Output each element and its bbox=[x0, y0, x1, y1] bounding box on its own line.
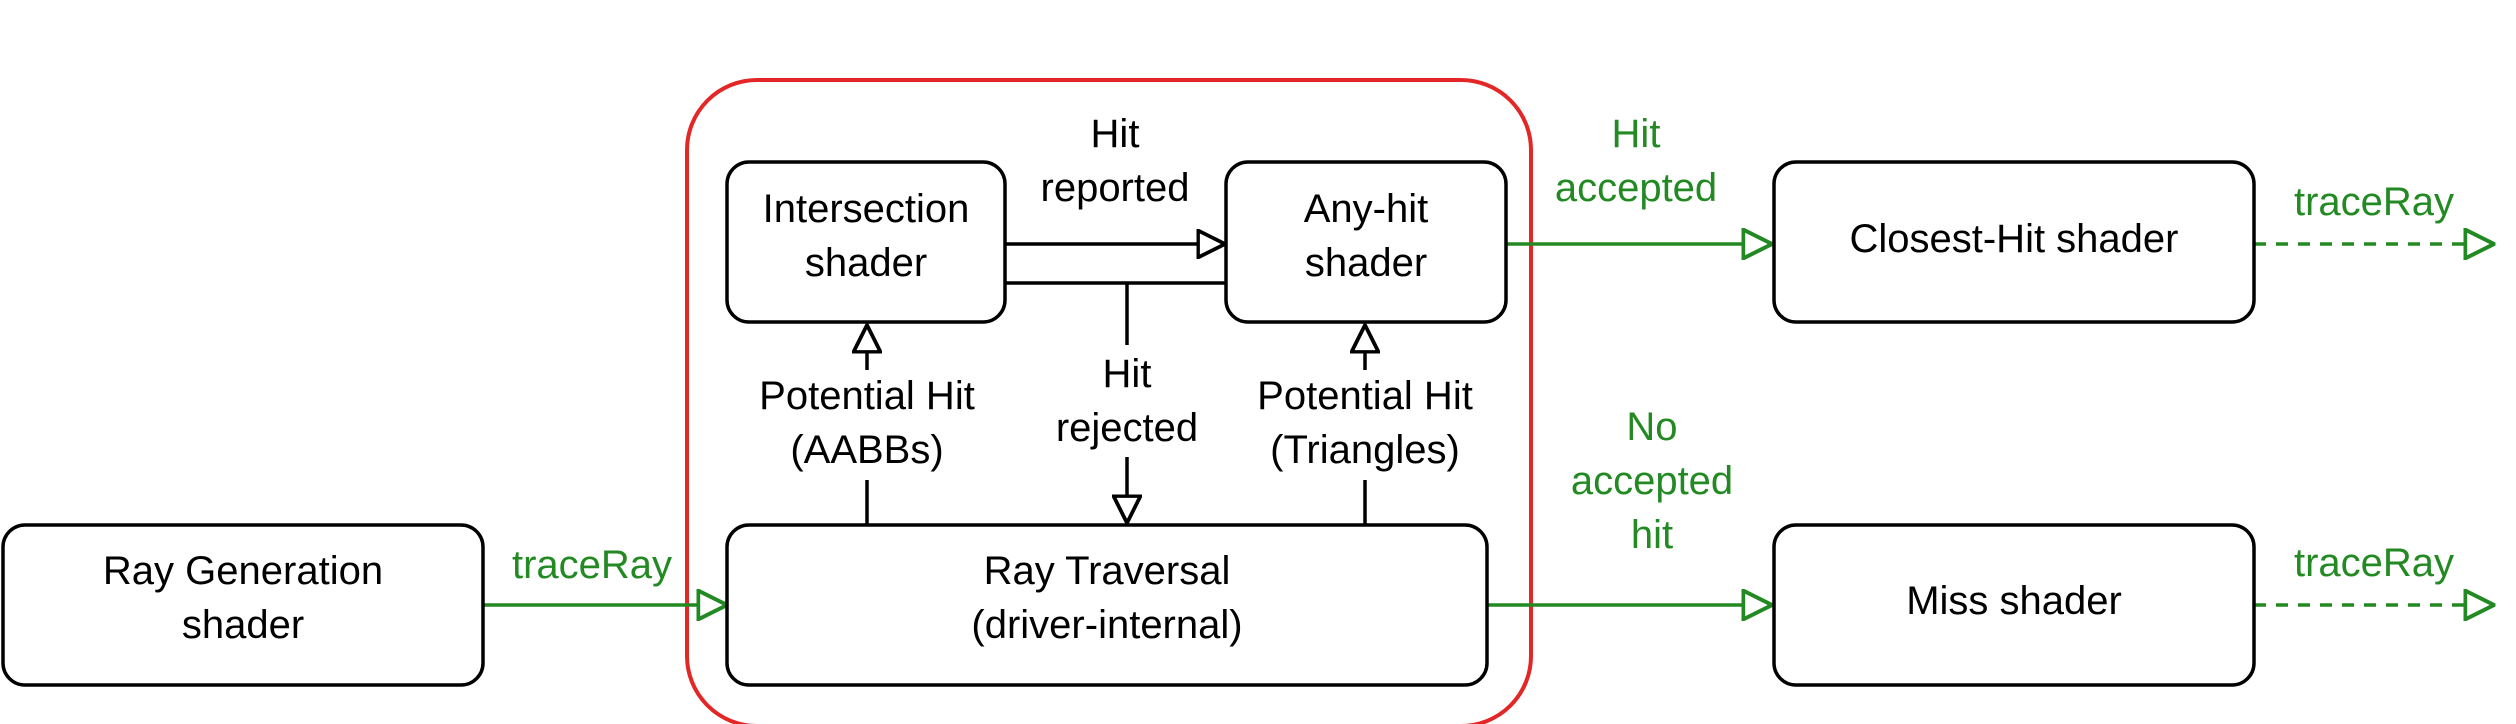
edge-label-hit-reported: Hit reported bbox=[1041, 112, 1190, 210]
node-miss-label-line-1: Miss shader bbox=[1906, 579, 2122, 623]
node-intersection-label-line-2: shader bbox=[805, 241, 927, 285]
node-intersection-shader: Intersection shader bbox=[725, 160, 1007, 324]
node-ray-traversal-label-line-2: (driver-internal) bbox=[971, 603, 1242, 647]
edge-label-potential-hit-triangles-line-1: Potential Hit bbox=[1257, 374, 1473, 418]
edge-label-potential-hit-aabbs-line-2: (AABBs) bbox=[790, 428, 943, 472]
node-any-hit-label: Any-hit shader bbox=[1304, 187, 1429, 285]
edge-label-potential-hit-triangles-line-2: (Triangles) bbox=[1270, 428, 1460, 472]
node-intersection-label: Intersection shader bbox=[763, 187, 970, 285]
edge-label-no-accepted-hit-line-2: accepted bbox=[1571, 459, 1733, 503]
edge-label-miss-traceray-line-1: traceRay bbox=[2294, 541, 2454, 585]
node-miss-shader: Miss shader bbox=[1772, 523, 2256, 687]
node-closest-hit-label: Closest-Hit shader bbox=[1849, 217, 2178, 261]
edge-label-miss-traceray: traceRay bbox=[2294, 541, 2454, 585]
node-any-hit-box bbox=[1224, 160, 1508, 324]
edge-label-closest-hit-traceray-line-1: traceRay bbox=[2294, 180, 2454, 224]
edge-label-hit-accepted-line-1: Hit bbox=[1612, 112, 1661, 156]
edge-label-hit-rejected-line-1: Hit bbox=[1103, 352, 1152, 396]
edge-label-hit-reported-line-2: reported bbox=[1041, 166, 1190, 210]
edge-label-no-accepted-hit-line-1: No bbox=[1626, 405, 1677, 449]
node-ray-generation-label: Ray Generation shader bbox=[103, 549, 383, 647]
edge-label-no-accepted-hit-line-3: hit bbox=[1631, 513, 1673, 557]
edge-label-hit-reported-line-1: Hit bbox=[1091, 112, 1140, 156]
edge-label-gen-to-traversal: traceRay bbox=[512, 543, 672, 587]
edge-label-hit-accepted-line-2: accepted bbox=[1555, 166, 1717, 210]
edge-label-potential-hit-aabbs-line-1: Potential Hit bbox=[759, 374, 975, 418]
edge-label-potential-hit-triangles: Potential Hit (Triangles) bbox=[1257, 374, 1473, 472]
label-bg-triangles bbox=[1240, 370, 1494, 480]
traversal-shader-group-border bbox=[685, 78, 1533, 724]
node-miss-box bbox=[1772, 523, 2256, 687]
traversal-shader-group bbox=[685, 78, 1533, 724]
node-ray-traversal-label: Ray Traversal (driver-internal) bbox=[971, 549, 1242, 647]
node-ray-traversal: Ray Traversal (driver-internal) bbox=[725, 523, 1489, 687]
node-closest-hit-box bbox=[1772, 160, 2256, 324]
node-miss-label: Miss shader bbox=[1906, 579, 2122, 623]
edge-label-hit-accepted: Hit accepted bbox=[1555, 112, 1717, 210]
node-any-hit-label-line-1: Any-hit bbox=[1304, 187, 1429, 231]
node-ray-generation-box bbox=[1, 523, 485, 687]
node-intersection-label-line-1: Intersection bbox=[763, 187, 970, 231]
node-ray-generation-shader: Ray Generation shader bbox=[1, 523, 485, 687]
edge-label-hit-rejected-line-2: rejected bbox=[1056, 406, 1198, 450]
node-ray-traversal-label-line-1: Ray Traversal bbox=[984, 549, 1231, 593]
label-bg-aabbs bbox=[740, 370, 994, 480]
edge-label-hit-rejected: Hit rejected bbox=[1056, 352, 1198, 450]
node-intersection-box bbox=[725, 160, 1007, 324]
node-any-hit-label-line-2: shader bbox=[1305, 241, 1427, 285]
edge-label-closest-hit-traceray: traceRay bbox=[2294, 180, 2454, 224]
edge-label-no-accepted-hit: No accepted hit bbox=[1571, 405, 1733, 557]
node-any-hit-shader: Any-hit shader bbox=[1224, 160, 1508, 324]
label-bg-hit-rejected bbox=[1043, 345, 1213, 457]
edge-labels: traceRay Hit reported Hit rejected Potenti… bbox=[512, 112, 2454, 587]
edge-label-potential-hit-aabbs: Potential Hit (AABBs) bbox=[759, 374, 975, 472]
node-ray-generation-label-line-2: shader bbox=[182, 603, 304, 647]
edge-label-gen-to-traversal-line-1: traceRay bbox=[512, 543, 672, 587]
node-closest-hit-shader: Closest-Hit shader bbox=[1772, 160, 2256, 324]
node-closest-hit-label-line-1: Closest-Hit shader bbox=[1849, 217, 2178, 261]
node-ray-generation-label-line-1: Ray Generation bbox=[103, 549, 383, 593]
node-ray-traversal-box bbox=[725, 523, 1489, 687]
